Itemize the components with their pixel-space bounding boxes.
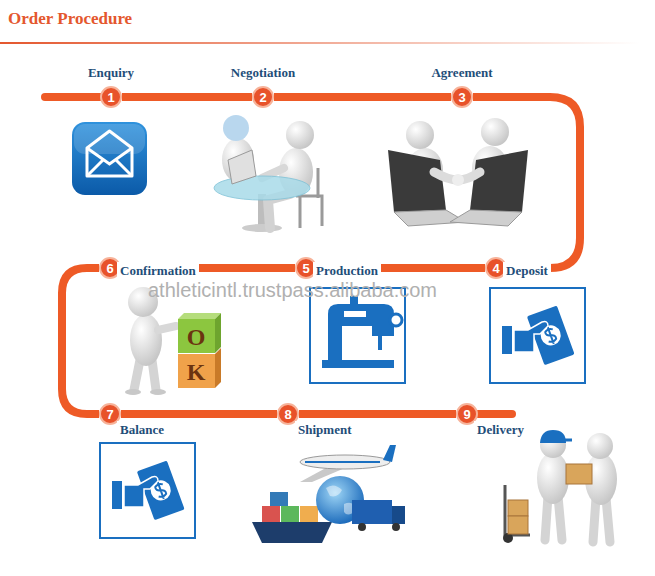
step-label: Confirmation bbox=[117, 262, 199, 279]
step-number: 4 bbox=[492, 262, 499, 275]
step-label: Shipment bbox=[295, 421, 354, 438]
step-label: Balance bbox=[117, 421, 167, 438]
step-circle: 3Agreement bbox=[451, 86, 473, 108]
block-letter: O bbox=[187, 325, 206, 349]
deposit-icon bbox=[490, 288, 585, 383]
step-circle: 9Delivery bbox=[456, 403, 478, 425]
step-number: 9 bbox=[463, 408, 470, 421]
title-rule bbox=[0, 42, 640, 44]
step-number: 6 bbox=[106, 262, 113, 275]
step-label: Production bbox=[313, 262, 381, 279]
step-circle: 4Deposit bbox=[485, 257, 507, 279]
step-circle: 1Enquiry bbox=[100, 86, 122, 108]
band-end bbox=[478, 410, 512, 418]
process-band bbox=[122, 93, 252, 101]
delivery-figures bbox=[503, 430, 617, 543]
step-circle: 8Shipment bbox=[277, 403, 299, 425]
diagram-title: Order Procedure bbox=[8, 9, 132, 29]
step-number: 8 bbox=[284, 408, 291, 421]
step-label: Delivery bbox=[474, 421, 527, 438]
process-band bbox=[62, 268, 99, 414]
envelope-icon bbox=[72, 122, 147, 195]
step-number: 1 bbox=[107, 91, 114, 104]
process-band bbox=[274, 93, 451, 101]
ok-figure bbox=[125, 287, 221, 395]
process-band bbox=[473, 97, 580, 268]
step-number: 5 bbox=[302, 262, 309, 275]
balance-icon bbox=[100, 443, 195, 538]
band-start bbox=[45, 93, 100, 101]
step-circle: 7Balance bbox=[99, 403, 121, 425]
watermark: athleticintl.trustpass.alibaba.com bbox=[148, 279, 437, 302]
step-label: Deposit bbox=[503, 262, 551, 279]
step-label: Enquiry bbox=[85, 64, 137, 81]
step-circle: 2Negotiation bbox=[252, 86, 274, 108]
negotiation-figures bbox=[214, 115, 322, 232]
step-label: Agreement bbox=[428, 64, 495, 81]
step-circle: 5Production bbox=[295, 257, 317, 279]
shipment-illustration bbox=[252, 445, 405, 543]
process-band bbox=[121, 410, 277, 418]
step-number: 2 bbox=[259, 91, 266, 104]
step-number: 7 bbox=[106, 408, 113, 421]
step-label: Negotiation bbox=[228, 64, 298, 81]
block-letter: K bbox=[187, 360, 206, 384]
step-number: 3 bbox=[458, 91, 465, 104]
process-band bbox=[299, 410, 456, 418]
step-circle: 6Confirmation bbox=[99, 257, 121, 279]
sewing-machine-icon bbox=[310, 288, 405, 383]
handshake-laptops bbox=[388, 118, 528, 226]
